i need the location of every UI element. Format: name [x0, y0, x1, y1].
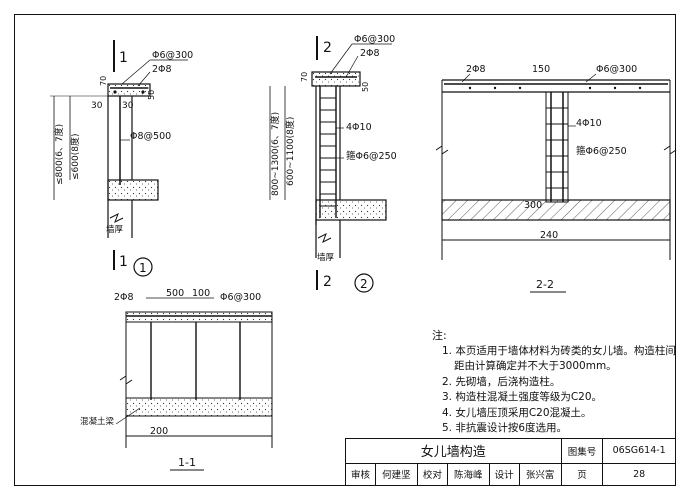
- note-1: 1. 本页适用于墙体材料为砖类的女儿墙。构造柱间: [442, 344, 676, 357]
- rebar-top-2: Φ6@300: [354, 34, 395, 45]
- wall-thickness-1: 墙厚: [106, 224, 124, 235]
- dim-70-1: 70: [99, 76, 108, 86]
- beam-label-11: 混凝土梁: [80, 416, 115, 427]
- rebar-long-11: 2Φ8: [114, 292, 134, 303]
- roof-slab-1: [107, 179, 159, 201]
- beam-2-2: [441, 199, 671, 221]
- rebar-long-22: 2Φ8: [466, 64, 486, 75]
- dim-100: 100: [192, 288, 210, 299]
- page-label: 页: [560, 462, 604, 487]
- rebar-vert-1: Φ8@500: [130, 131, 171, 142]
- atlas-label: 图集号: [560, 438, 604, 464]
- dim-200: 200: [150, 426, 168, 437]
- dim-height-1: ≤800(6、7度): [53, 124, 65, 185]
- dim-150: 150: [532, 64, 550, 75]
- check-label: 校对: [416, 462, 448, 487]
- dim-300: 300: [524, 200, 542, 211]
- coping-2: [311, 71, 361, 87]
- notes-block: 注: 1. 本页适用于墙体材料为砖类的女儿墙。构造柱间 距由计算确定并不大于30…: [432, 328, 682, 437]
- beam-1-1: [125, 397, 273, 417]
- note-2: 2. 先砌墙，后浇构造柱。: [442, 375, 561, 388]
- cut-marker-2-bottom: 2: [323, 274, 332, 290]
- dim-30-left: 30: [91, 101, 103, 111]
- dim-50-1: 50: [147, 90, 156, 100]
- section-2-detail: 2 2 800~1300(6、7度) 600~1100(8度): [269, 34, 397, 293]
- dim-30-right: 30: [122, 101, 134, 111]
- notes-heading: 注:: [432, 329, 447, 342]
- dim-height-2: 800~1300(6、7度): [269, 112, 281, 196]
- note-5: 5. 非抗震设计按6度选用。: [442, 422, 568, 434]
- dim-height-1b: ≤600(8度): [69, 134, 81, 180]
- dim-50-2: 50: [361, 82, 370, 92]
- page-number: 28: [602, 462, 676, 487]
- detail-bubble-2-label: 2: [360, 277, 368, 291]
- reviewer-name: 何建坚: [374, 462, 418, 487]
- cut-marker-2-top: 2: [323, 40, 332, 56]
- rebar-top-22: Φ6@300: [596, 64, 637, 75]
- note-1-cont: 距由计算确定并不大于3000mm。: [454, 360, 617, 372]
- dim-240: 240: [540, 230, 558, 241]
- rebar-col-2: 4Φ10: [346, 122, 372, 133]
- roof-slab-2: [315, 199, 387, 221]
- section-2-2-title: 2-2: [536, 278, 554, 291]
- section-1-1-title: 1-1: [178, 456, 196, 469]
- cut-marker-1-top: 1: [119, 50, 128, 66]
- review-label: 审核: [345, 462, 376, 487]
- stirrups-2: [320, 97, 336, 207]
- dim-70-2: 70: [300, 72, 309, 82]
- detail-bubble-2: [354, 273, 374, 293]
- detail-bubble-1: [133, 257, 153, 277]
- note-3: 3. 构造柱混凝土强度等级为C20。: [442, 391, 603, 403]
- checker-name: 陈海峰: [446, 462, 490, 487]
- cut-marker-1-bottom: 1: [119, 254, 128, 270]
- rebar-top-1: Φ6@300: [152, 50, 193, 61]
- atlas-number: 06SG614-1: [602, 438, 676, 464]
- dim-height-2b: 600~1100(8度): [284, 117, 296, 186]
- dim-500: 500: [166, 288, 184, 299]
- note-4: 4. 女儿墙压顶采用C20混凝土。: [442, 406, 592, 419]
- stirrup-2: 箍Φ6@250: [346, 150, 397, 162]
- design-label: 设计: [488, 462, 520, 487]
- coping-1: [107, 83, 151, 97]
- section-2-2-detail: 2Φ8 150 Φ6@300 4Φ10 箍Φ6@250 300 240 2-2: [435, 64, 677, 293]
- section-1-detail: 1 1 ≤800(6、7度) ≤600(8度) 30 30 70: [50, 40, 193, 277]
- section-1-1-detail: 2Φ8 500 100 Φ6@300 混凝土梁 200 1-1: [80, 288, 273, 471]
- detail-bubble-1-label: 1: [139, 261, 147, 275]
- stirrup-22: 箍Φ6@250: [576, 145, 627, 157]
- rebar-long-1: 2Φ8: [152, 64, 172, 75]
- sheet-border: [14, 14, 676, 486]
- wall-thickness-2: 墙厚: [317, 252, 335, 263]
- designer-name: 张兴富: [518, 462, 562, 487]
- drawing-title: 女儿墙构造: [345, 438, 562, 464]
- rebar-col-22: 4Φ10: [576, 118, 602, 129]
- title-block: 女儿墙构造 图集号 06SG614-1 审核 何建坚 校对 陈海峰 设计 张兴富…: [345, 438, 676, 487]
- coping-1-1: [125, 311, 273, 323]
- rebar-long-2: 2Φ8: [360, 48, 380, 59]
- rebar-top-11: Φ6@300: [220, 292, 261, 303]
